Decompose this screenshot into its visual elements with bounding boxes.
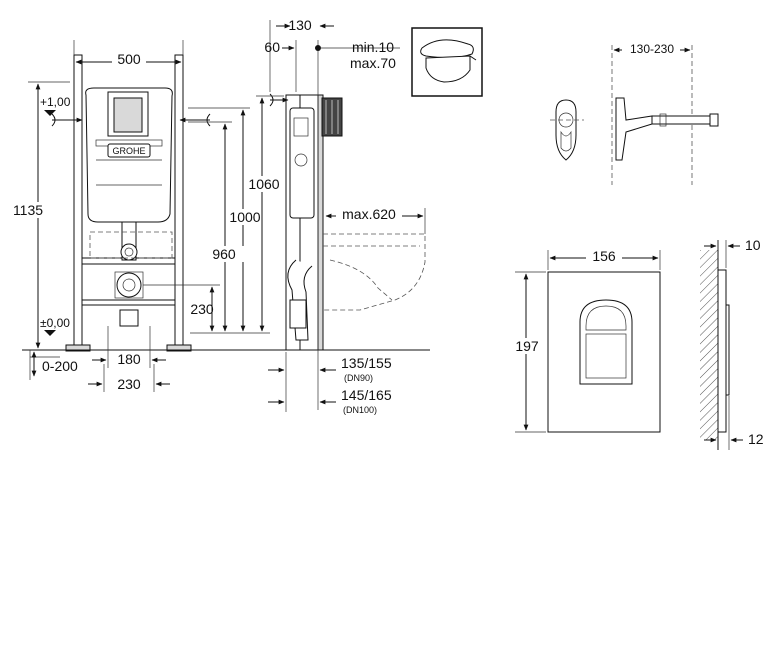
level-top: +1,00 [40,95,71,109]
grohe-logo [107,143,151,158]
dim-offset-60: 60 [264,39,280,55]
bowl-outline-front [89,231,173,259]
dim-flush-range: 130-230 [630,42,674,56]
dim-floor-offset: 0-200 [42,358,78,374]
dim-depth-130: 130 [288,17,312,33]
dual-flush-button [579,299,633,385]
dim-plate-height: 197 [515,338,539,354]
dim-frame-width: 500 [117,51,141,67]
flush-mechanism-detail: 130-230 [550,42,719,185]
dim-foot-spacing: 180 [117,351,141,367]
dim-foot-width: 230 [117,376,141,392]
dim-height-1000: 1000 [229,209,260,225]
flush-plate-front: 156 197 [508,248,661,433]
frame-left-upright [73,54,83,351]
dim-pipe-dn100: 145/165 [341,387,392,403]
side-view: 130 60 min.10 max.70 1060 max.620 135/15… [244,17,426,415]
toilet-bowl-icon [425,55,471,83]
wall-hatch [700,250,718,440]
dim-wall-max: max.70 [350,55,396,71]
flush-plate-side: 10 12 [700,237,764,450]
dim-height-960: 960 [212,246,236,262]
frame-left-foot [65,344,91,352]
actuator-rod [651,115,713,125]
toilet-thumbnail [411,27,483,97]
dim-wall-min: min.10 [352,39,394,55]
front-view: GROHE 500 1135 +1,00 ±0,00 [4,40,430,392]
dim-outlet-height: 230 [190,301,214,317]
bowl-outline-side [323,233,426,311]
dim-plate-thickness-top: 10 [745,237,761,253]
frame-right-upright [174,54,184,351]
cistern-side [289,107,315,219]
actuator-side [615,97,653,161]
level-bottom: ±0,00 [40,316,70,330]
grohe-logo-text: GROHE [112,146,145,156]
label-dn90: (DN90) [344,373,373,383]
dim-total-height: 1135 [13,202,43,218]
plate-side-profile [717,269,727,433]
dim-plate-width: 156 [592,248,616,264]
dim-height-1060: 1060 [248,176,279,192]
outlet-pipe-front [116,272,142,298]
dim-plate-thickness-bottom: 12 [748,431,764,447]
frame-right-foot [166,344,192,352]
label-dn100: (DN100) [343,405,377,415]
dim-pipe-dn90: 135/155 [341,355,392,371]
dim-bowl-projection: max.620 [342,206,396,222]
